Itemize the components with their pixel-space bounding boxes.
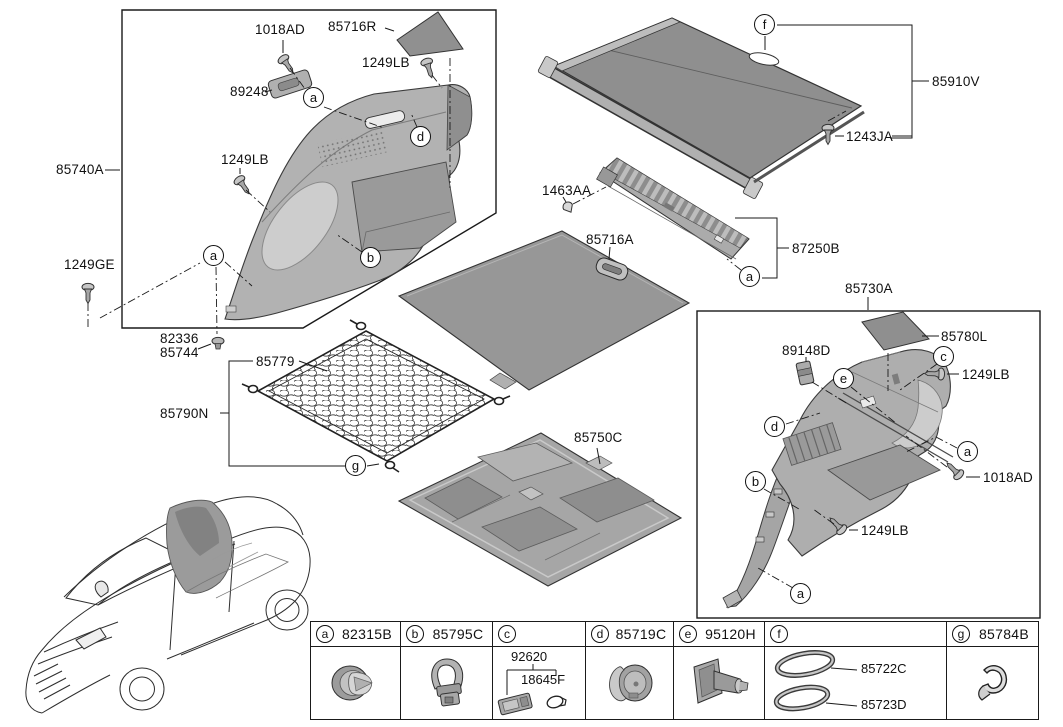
screw-icon: [821, 123, 835, 145]
callout-d: d: [591, 625, 609, 643]
clip-icon: [211, 336, 225, 350]
legend-part-number: 85719C: [615, 626, 667, 642]
cargo-net-art: [241, 319, 511, 473]
callout-a: a: [957, 441, 978, 462]
part-label-1249lb: 1249LB: [861, 523, 909, 538]
luggage-lamp-icon: [497, 692, 533, 716]
bulb-icon: [546, 695, 567, 709]
legend-header: g 85784B: [947, 622, 1038, 647]
callout-a: a: [739, 266, 760, 287]
callout-a: a: [203, 245, 224, 266]
legend-part-number: 95120H: [705, 626, 756, 642]
legend-header: d 85719C: [586, 622, 673, 647]
callout-g: g: [345, 455, 366, 476]
part-label-82336-85744: 82336 85744: [160, 332, 199, 360]
callout-e: e: [833, 368, 854, 389]
part-label-1249lb: 1249LB: [221, 152, 269, 167]
fasteners: [81, 52, 966, 537]
screw-icon: [81, 282, 95, 304]
legend-part-number: 85784B: [978, 626, 1030, 642]
part-label-92620: 92620: [511, 649, 548, 664]
part-label-85730a: 85730A: [845, 281, 893, 296]
clip-icon: [562, 201, 573, 213]
callout-d: d: [764, 416, 785, 437]
power-outlet-plug-icon: [693, 658, 749, 704]
callout-d: d: [410, 126, 431, 147]
legend-header: f: [765, 622, 946, 647]
part-label-85740a: 85740A: [56, 162, 104, 177]
legend-cell-b: b 85795C: [401, 622, 493, 719]
screw-icon: [942, 458, 966, 482]
cover-85716r-art: [396, 11, 464, 57]
part-label-1249lb: 1249LB: [962, 367, 1010, 382]
floor-board-art: [397, 230, 691, 391]
legend-cell-c: c 92620 18645F: [493, 622, 586, 719]
part-label-85716a: 85716A: [586, 232, 634, 247]
callout-b: b: [745, 471, 766, 492]
quarter-trim-right-art: [722, 349, 954, 609]
part-label-1018ad: 1018AD: [983, 470, 1033, 485]
luggage-hook-icon: [430, 658, 463, 707]
part-label-85744: 85744: [160, 345, 199, 360]
legend-header: a 82315B: [311, 622, 400, 647]
part-label-82336: 82336: [160, 331, 199, 346]
legend-cell-a: a 82315B: [311, 622, 401, 719]
part-label-1249ge: 1249GE: [64, 257, 115, 272]
fastener-legend-table: a 82315B b 85795C c: [310, 621, 1039, 720]
part-label-18645f: 18645F: [521, 672, 566, 687]
part-label-89248: 89248: [230, 84, 269, 99]
legend-cell-f: f 85722C 85723D: [765, 622, 947, 719]
callout-a: a: [316, 625, 334, 643]
part-label-1249lb: 1249LB: [362, 55, 410, 70]
scuff-trim-art: [596, 157, 750, 260]
callout-b: b: [406, 625, 424, 643]
part-label-85723d: 85723D: [861, 697, 907, 712]
cargo-screen-art: [537, 17, 865, 199]
part-label-85780l: 85780L: [941, 329, 988, 344]
callout-b: b: [360, 247, 381, 268]
leader-lines: [105, 24, 980, 531]
callout-c: c: [933, 346, 954, 367]
net-hook-icon: [977, 665, 1007, 701]
vehicle-art: [25, 496, 311, 714]
part-label-85750c: 85750C: [574, 430, 623, 445]
legend-part-number: 82315B: [341, 626, 393, 642]
grommet-cup-icon: [608, 664, 652, 702]
bracket-89148d-art: [795, 360, 815, 386]
part-label-85790n: 85790N: [160, 406, 209, 421]
label-bracket-lines: [506, 664, 557, 695]
legend-cell-e: e 95120H: [674, 622, 765, 719]
legend-cell-d: d 85719C: [586, 622, 674, 719]
seal-rings-icon: [773, 650, 858, 712]
legend-header: e 95120H: [674, 622, 764, 647]
part-label-87250b: 87250B: [792, 241, 840, 256]
legend-cell-g: g 85784B: [947, 622, 1038, 719]
callout-f: f: [770, 625, 788, 643]
part-label-85910v: 85910V: [932, 74, 980, 89]
part-label-85722c: 85722C: [861, 661, 907, 676]
callout-f: f: [754, 14, 775, 35]
part-label-1463aa: 1463AA: [542, 183, 592, 198]
callout-e: e: [679, 625, 697, 643]
luggage-tray-art: [397, 432, 683, 587]
trim-grommet-clip-icon: [331, 665, 373, 701]
callout-g: g: [952, 625, 970, 643]
part-label-89148d: 89148D: [782, 343, 831, 358]
callout-c: c: [498, 625, 516, 643]
quarter-trim-left-art: [224, 84, 473, 321]
part-label-1243ja: 1243JA: [846, 129, 893, 144]
part-label-85716r: 85716R: [328, 19, 377, 34]
part-label-85779: 85779: [256, 354, 295, 369]
legend-part-number: 85795C: [432, 626, 484, 642]
legend-header: c: [493, 622, 585, 647]
part-label-1018ad: 1018AD: [255, 22, 305, 37]
cover-85780l-art: [861, 311, 930, 351]
callout-lines: [87, 67, 958, 589]
screw-icon: [419, 56, 438, 81]
callout-a: a: [790, 583, 811, 604]
legend-header: b 85795C: [401, 622, 492, 647]
callout-a: a: [303, 87, 324, 108]
right-parts-box-border: [696, 310, 1041, 619]
